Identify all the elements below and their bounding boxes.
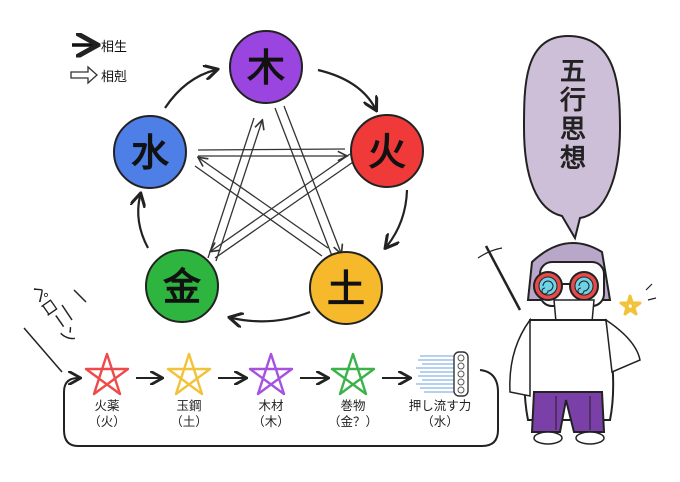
element-wood: 木 [229, 30, 303, 104]
arrow-fire-to-earth [387, 189, 409, 246]
sequence-item-name: 巻物 [340, 398, 366, 413]
sequence-item: 玉鋼 （土） [151, 398, 227, 429]
element-earth-char: 土 [327, 267, 365, 311]
speech-bubble [522, 34, 622, 241]
hollow-arrow-icon [70, 65, 98, 85]
sequence-item-element: （金？） [327, 413, 378, 429]
sequence-item-name: 玉鋼 [176, 398, 202, 413]
element-metal: 金 [145, 249, 219, 323]
arrow-wood-to-fire [317, 68, 375, 108]
element-fire: 火 [350, 114, 424, 188]
element-water: 水 [113, 115, 187, 189]
sequence-item: 巻物 （金？） [315, 398, 391, 429]
element-water-char: 水 [131, 131, 170, 175]
sequence-item-element: （土） [170, 413, 208, 429]
sequence-item-element: （水） [421, 413, 459, 429]
bubble-char: 思 [559, 115, 586, 146]
element-metal-char: 金 [162, 265, 202, 309]
element-fire-char: 火 [368, 130, 406, 174]
star-green-icon [330, 352, 376, 396]
arrow-metal-to-water [138, 196, 149, 249]
controlling-star [194, 105, 357, 262]
sparkle-star-icon [619, 294, 642, 316]
legend-generating-label: 相生 [101, 40, 128, 55]
sfx-perone: ペローン [23, 281, 87, 373]
water-scroll-icon [416, 351, 469, 397]
bubble-char: 想 [559, 144, 586, 175]
generating-cycle [138, 68, 409, 321]
arrow-water-to-wood [164, 70, 215, 109]
bubble-char: 行 [559, 86, 586, 117]
sequence-item-name: 木材 [258, 398, 284, 413]
sequence-item: 押し流す力 （水） [400, 398, 480, 429]
character-illustration [477, 242, 657, 445]
sequence-item-element: （火） [88, 413, 126, 429]
sequence-item: 火薬 （火） [69, 398, 145, 429]
sfx-text: ペローン [26, 281, 81, 347]
star-yellow-icon [166, 352, 212, 396]
sequence-item: 木材 （木） [233, 398, 309, 429]
sequence-loop [63, 369, 499, 447]
sequence-item-name: 押し流す力 [408, 398, 472, 413]
sequence-stars [84, 352, 376, 396]
element-earth: 土 [309, 251, 383, 325]
star-red-icon [84, 352, 130, 396]
legend-controlling-label: 相剋 [101, 70, 128, 85]
bubble-title: 五 行 思 想 [553, 57, 593, 175]
star-purple-icon [248, 352, 294, 396]
legend [70, 45, 98, 85]
arrow-earth-to-metal [232, 310, 311, 321]
bubble-char: 五 [559, 57, 586, 87]
sequence-item-name: 火薬 [94, 398, 120, 413]
element-wood-char: 木 [247, 46, 285, 90]
sequence-item-element: （木） [252, 413, 290, 429]
